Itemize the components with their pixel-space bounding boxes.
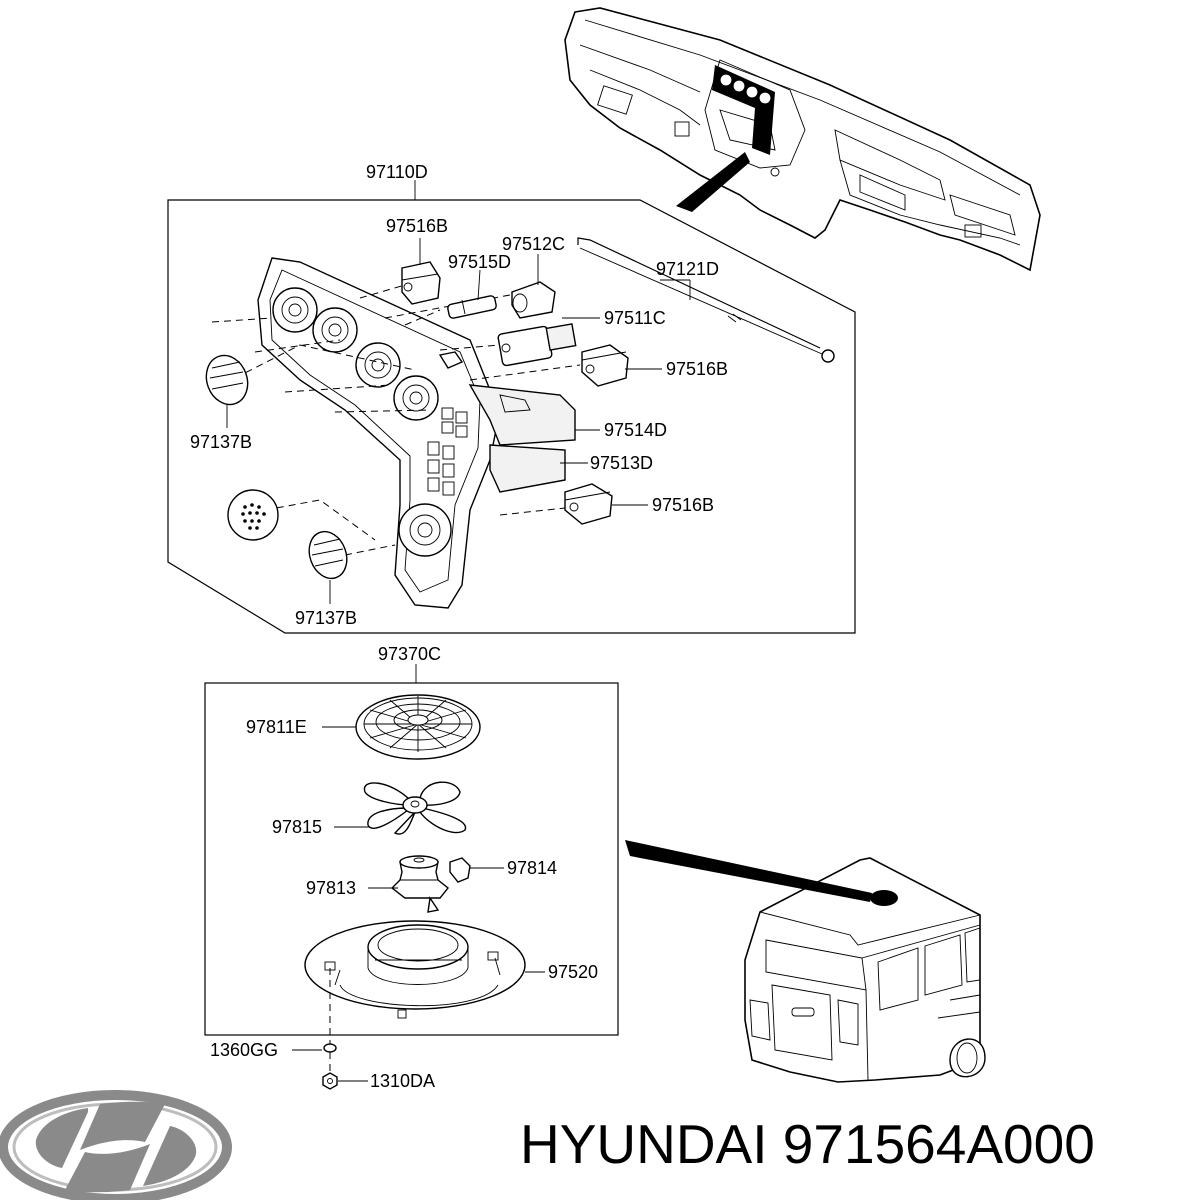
pointer-arrow-bottom bbox=[625, 840, 872, 902]
grid-cover bbox=[227, 489, 279, 541]
label-97815: 97815 bbox=[272, 817, 322, 837]
leader-lines-blower bbox=[292, 726, 545, 1082]
knob-97137b-bottom bbox=[308, 530, 348, 580]
actuator-97516b-top bbox=[401, 261, 441, 305]
resistor-97814 bbox=[449, 857, 471, 883]
label-97516b-top: 97516B bbox=[386, 216, 448, 236]
label-97511c: 97511C bbox=[604, 308, 666, 328]
label-97814: 97814 bbox=[507, 858, 557, 878]
fan-97815 bbox=[363, 781, 467, 835]
nut-1310da bbox=[322, 1072, 338, 1090]
pointer-arrow-top bbox=[676, 152, 750, 212]
assembly-guide-lines bbox=[211, 284, 581, 556]
actuator-97516b-mid bbox=[581, 344, 629, 387]
blower-assembly-frame bbox=[204, 664, 619, 1036]
cable-97121d bbox=[577, 237, 835, 363]
leader-lines-top bbox=[226, 238, 691, 604]
label-97516b-bottom: 97516B bbox=[652, 495, 714, 515]
bulb-97515d bbox=[447, 295, 497, 319]
label-97811e: 97811E bbox=[246, 717, 307, 737]
label-97514d: 97514D bbox=[604, 420, 667, 440]
label-97121d: 97121D bbox=[656, 259, 719, 279]
control-panel-body bbox=[257, 257, 576, 609]
label-97513d: 97513D bbox=[590, 453, 653, 473]
grille-97811e bbox=[355, 694, 481, 760]
bolt-1360gg bbox=[323, 968, 337, 1082]
housing-97520 bbox=[304, 920, 526, 1019]
knob-97137b-top bbox=[205, 354, 249, 406]
brand-part-number: HYUNDAI 971564A000 bbox=[520, 1113, 1095, 1175]
dashboard-illustration bbox=[564, 7, 1041, 272]
label-97110d: 97110D bbox=[366, 162, 428, 182]
label-97516b-mid: 97516B bbox=[666, 359, 728, 379]
label-97137b-bottom: 97137B bbox=[295, 608, 357, 628]
label-1310da: 1310DA bbox=[370, 1071, 435, 1091]
label-97813: 97813 bbox=[306, 878, 356, 898]
motor-97511c bbox=[497, 323, 577, 367]
actuator-97516b-bottom bbox=[564, 483, 613, 525]
label-97520: 97520 bbox=[548, 962, 598, 982]
label-97137b-top: 97137B bbox=[190, 432, 252, 452]
van-illustration bbox=[744, 857, 986, 1083]
label-1360gg: 1360GG bbox=[210, 1040, 278, 1060]
motor-97813 bbox=[390, 855, 449, 913]
label-97512c: 97512C bbox=[502, 234, 565, 254]
connector-97512c bbox=[511, 281, 556, 319]
label-97515d: 97515D bbox=[448, 252, 511, 272]
control-panel-frame bbox=[167, 180, 856, 634]
label-97370c: 97370C bbox=[378, 644, 441, 664]
hyundai-logo-icon bbox=[0, 1090, 232, 1200]
